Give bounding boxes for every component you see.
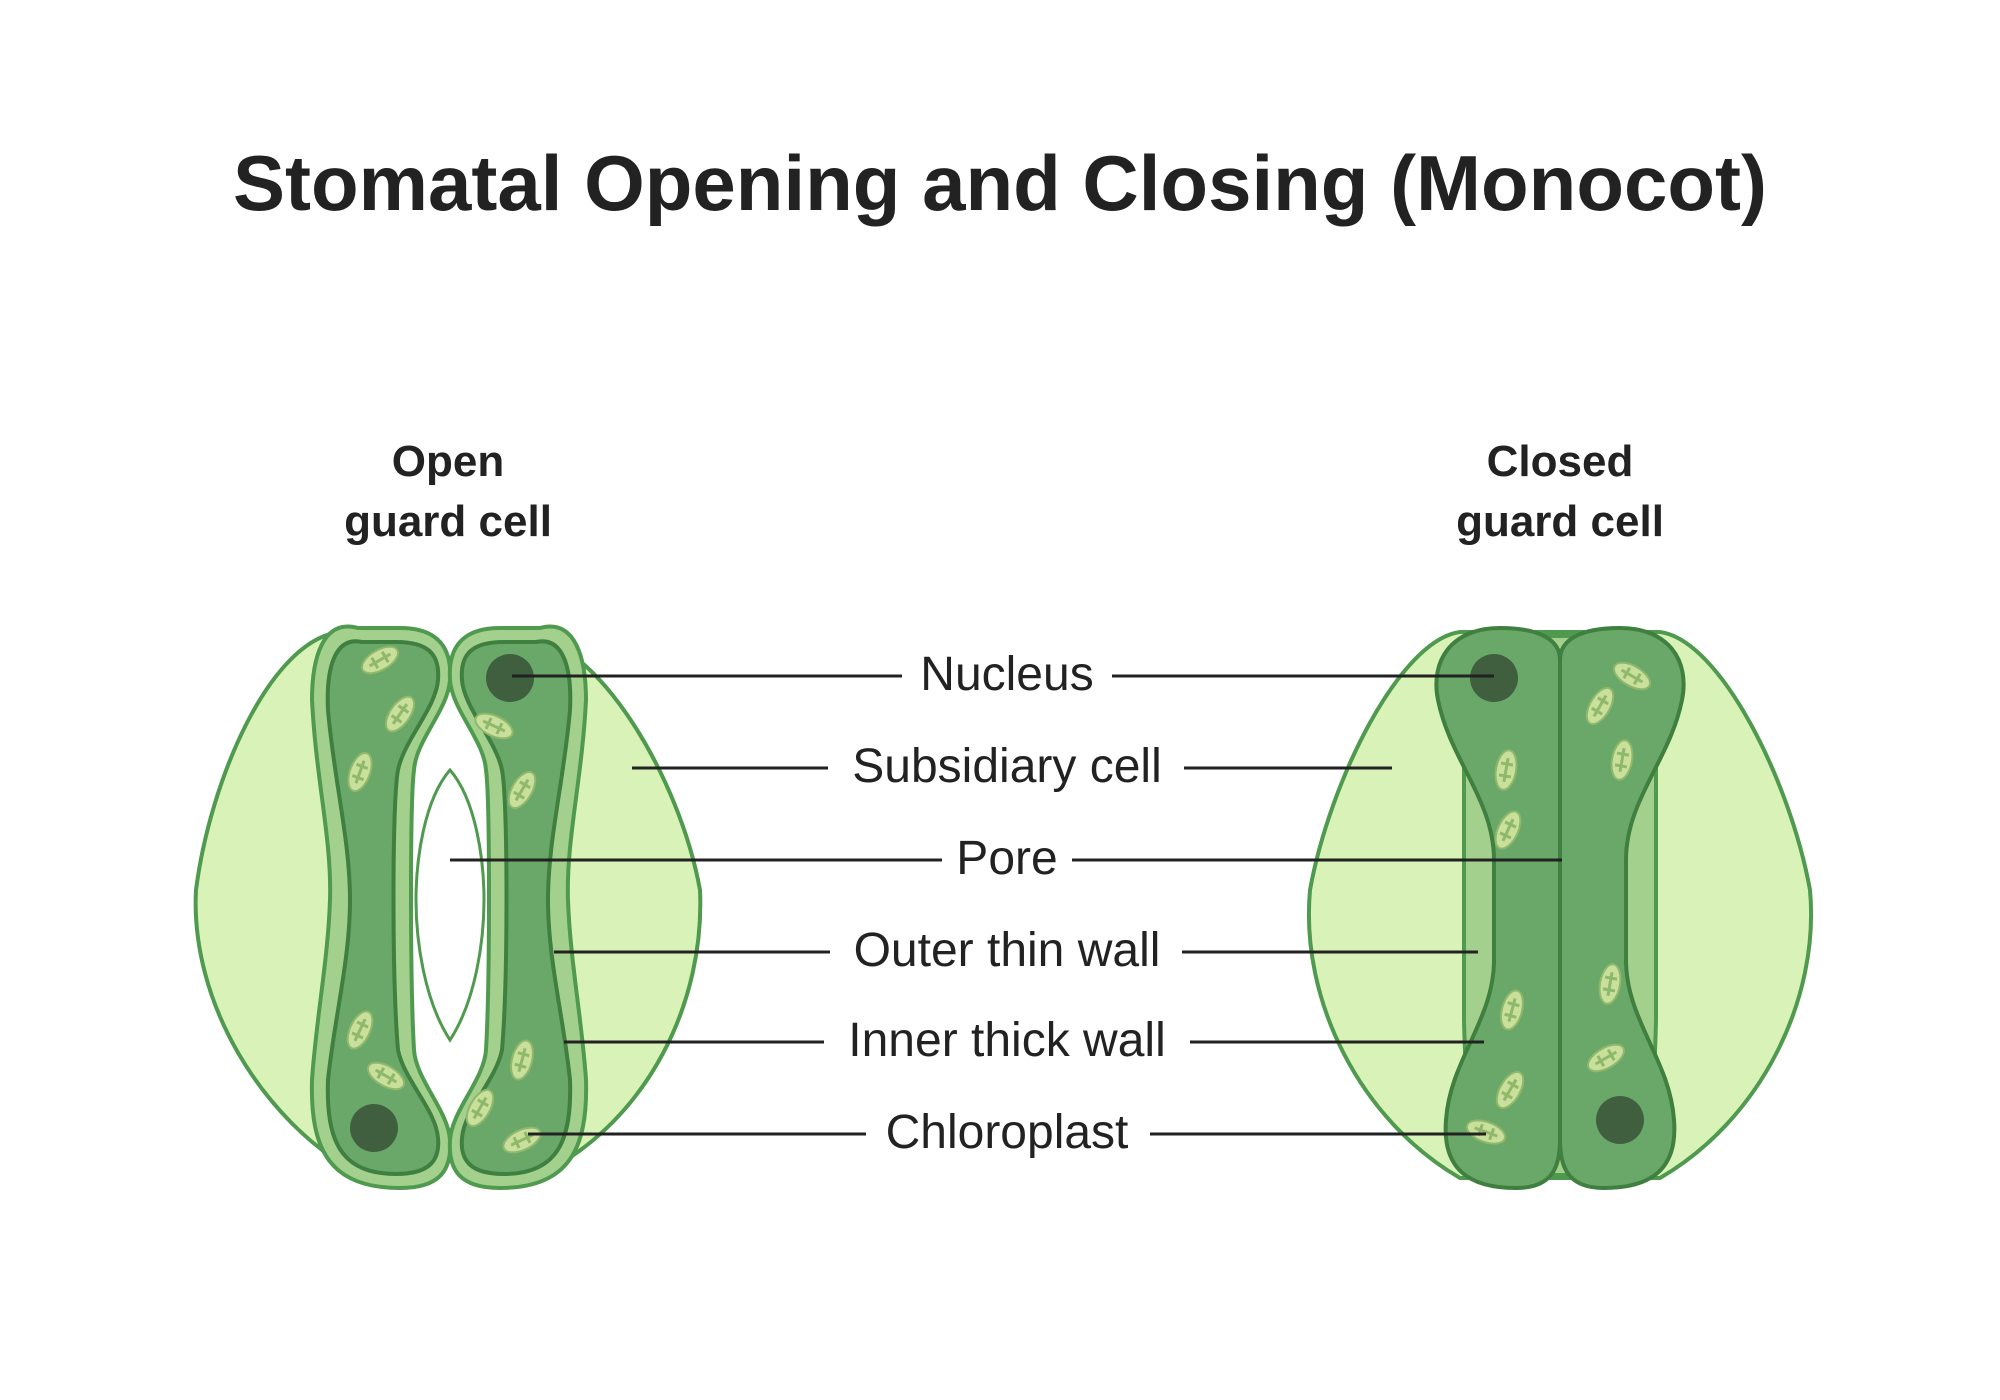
open-guard-cell-heading: Open guard cell <box>228 432 668 552</box>
closed-heading-line1: Closed <box>1486 437 1634 486</box>
closed-stoma <box>1306 625 1814 1191</box>
label-chloroplast: Chloroplast <box>886 1106 1129 1159</box>
open-pore <box>414 767 486 1043</box>
label-outer-thin-wall: Outer thin wall <box>854 924 1161 977</box>
label-nucleus: Nucleus <box>920 648 1093 701</box>
closed-nucleus-bottom <box>1596 1096 1644 1144</box>
open-stoma <box>193 624 703 1191</box>
diagram-title: Stomatal Opening and Closing (Monocot) <box>233 139 1767 227</box>
label-inner-thick-wall: Inner thick wall <box>848 1014 1165 1067</box>
open-guard-cell-right-body <box>459 639 573 1177</box>
closed-heading-line2: guard cell <box>1456 497 1664 546</box>
closed-guard-cell-heading: Closed guard cell <box>1340 432 1780 552</box>
closed-nucleus-top <box>1470 654 1518 702</box>
label-pore: Pore <box>956 832 1057 885</box>
leader-lines <box>450 674 1562 1136</box>
open-nucleus-bottom <box>350 1104 398 1152</box>
label-subsidiary-cell: Subsidiary cell <box>852 740 1161 793</box>
open-nucleus-top <box>486 654 534 702</box>
closed-guard-cell-right <box>1558 625 1686 1191</box>
open-heading-line2: guard cell <box>344 497 552 546</box>
open-heading-line1: Open <box>391 437 505 486</box>
